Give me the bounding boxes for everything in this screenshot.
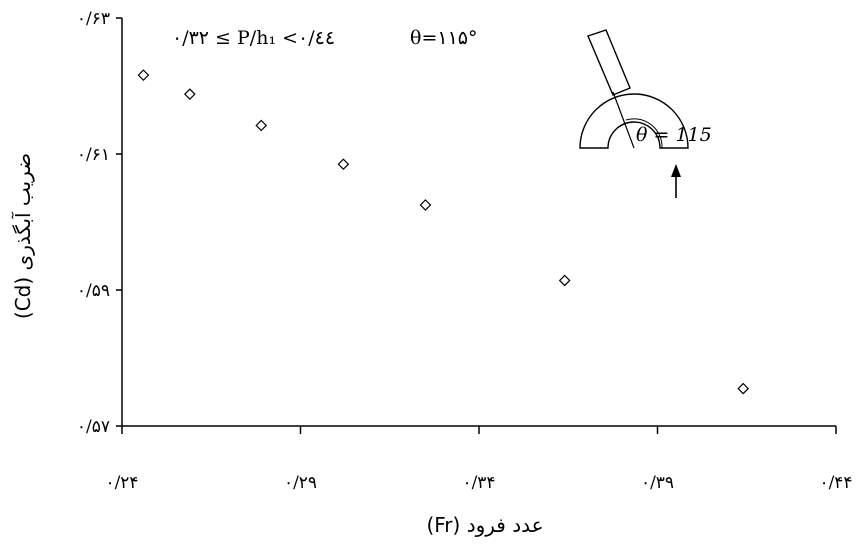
y-tick-label: ۰/۶۱ <box>77 145 110 165</box>
weir-schematic-inset: θ = 115 <box>579 29 712 198</box>
data-point <box>737 382 750 395</box>
x-ticks: ۰/۲۴ ۰/۲۹ ۰/۳۴ ۰/۳۹ ۰/۴۴ <box>105 426 853 493</box>
angle-ray <box>612 91 635 149</box>
data-points <box>137 69 750 395</box>
x-tick-label: ۰/۲۹ <box>284 473 317 493</box>
y-ticks: ۰/۵۷ ۰/۵۹ ۰/۶۱ ۰/۶۳ <box>77 9 122 437</box>
data-point <box>558 274 571 287</box>
y-axis-title: ضریب آبگذری (Cd) <box>10 153 35 319</box>
weir-channel <box>587 29 631 96</box>
axes <box>121 18 836 427</box>
weir-arch <box>579 93 689 149</box>
inset-angle-label: θ = 115 <box>636 124 712 146</box>
range-annotation: ۰/۳۲ ≤ P/h₁ <۰/٤٤ <box>172 27 335 49</box>
data-point <box>419 199 432 211</box>
x-tick-label: ۰/۲۴ <box>105 473 138 493</box>
data-point <box>137 69 150 81</box>
x-tick-label: ۰/۳۹ <box>641 473 674 493</box>
data-point <box>255 119 268 132</box>
y-tick-label: ۰/۶۳ <box>77 9 110 29</box>
data-point <box>337 158 350 171</box>
arrow-head-icon <box>671 164 681 177</box>
x-tick-label: ۰/۴۴ <box>819 473 852 493</box>
angle-annotation: θ=۱۱۵° <box>410 27 477 49</box>
x-axis-title: عدد فرود (Fr) <box>426 513 543 537</box>
angle-arc <box>625 118 663 149</box>
x-tick-label: ۰/۳۴ <box>462 473 495 493</box>
y-tick-label: ۰/۵۹ <box>77 281 110 301</box>
data-point <box>183 88 196 101</box>
y-tick-label: ۰/۵۷ <box>77 417 110 437</box>
